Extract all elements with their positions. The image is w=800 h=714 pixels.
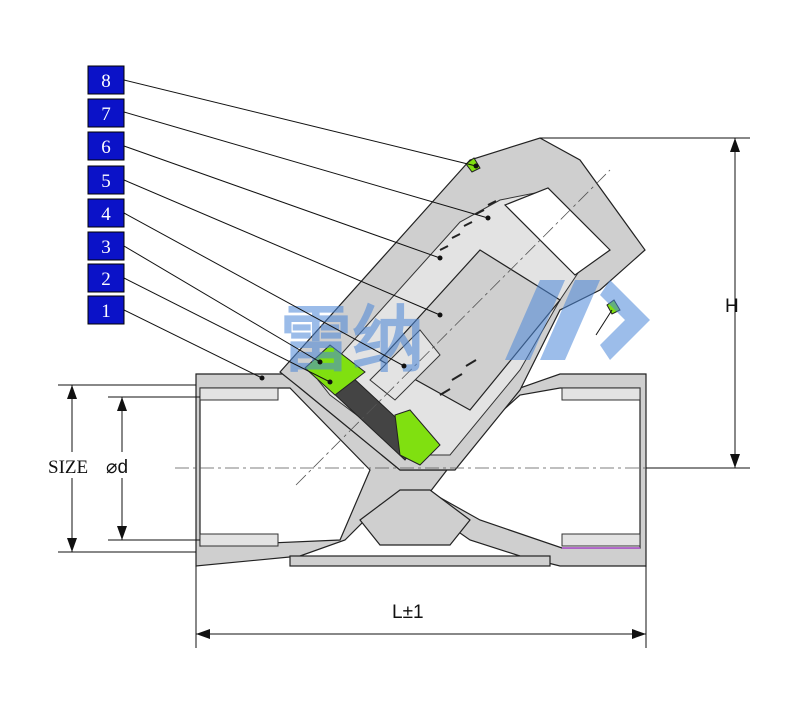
- svg-text:2: 2: [101, 269, 111, 290]
- dimension-length: L±1: [195, 566, 647, 648]
- part-number-list: 8 7 6 5 4 3 2 1: [87, 65, 125, 325]
- svg-text:3: 3: [101, 237, 111, 258]
- height-label: H: [725, 296, 739, 317]
- part-label-8: 8: [87, 65, 125, 95]
- part-label-4: 4: [87, 198, 125, 228]
- seal-lower: [394, 409, 441, 466]
- svg-text:1: 1: [101, 301, 111, 322]
- svg-text:4: 4: [101, 204, 111, 225]
- svg-text:6: 6: [101, 137, 111, 158]
- watermark: 雷纳: [280, 280, 650, 382]
- svg-text:5: 5: [101, 171, 111, 192]
- part-label-7: 7: [87, 98, 125, 128]
- dimension-size: SIZE ⌀d: [46, 384, 200, 553]
- centerlines: [175, 169, 668, 486]
- diameter-label: ⌀d: [106, 457, 128, 478]
- part-label-5: 5: [87, 165, 125, 195]
- part-label-2: 2: [87, 263, 125, 293]
- svg-text:8: 8: [101, 71, 111, 92]
- spring: [439, 200, 497, 396]
- dimension-height: H: [540, 137, 750, 469]
- part-label-6: 6: [87, 131, 125, 161]
- valve-bonnet: [279, 137, 646, 471]
- watermark-text: 雷纳: [280, 298, 424, 382]
- seal-upper: [304, 344, 366, 396]
- part-label-1: 1: [87, 295, 125, 325]
- size-label: SIZE: [48, 457, 88, 478]
- svg-text:7: 7: [101, 104, 111, 125]
- length-label: L±1: [392, 602, 424, 623]
- leader-lines: [123, 79, 613, 385]
- watermark-logo: [505, 280, 650, 360]
- part-label-3: 3: [87, 231, 125, 261]
